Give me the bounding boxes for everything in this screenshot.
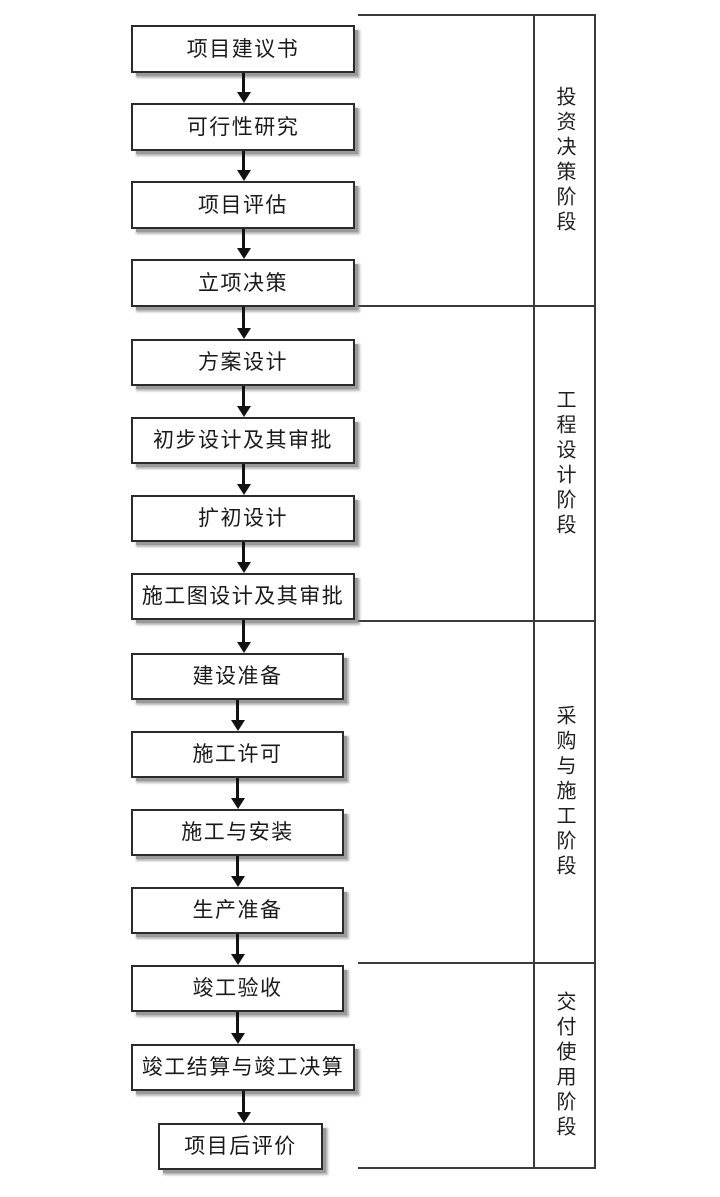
edge-arrow <box>231 1012 245 1044</box>
phase-cell-procurement-construction: 采购与施工阶段 <box>535 622 594 962</box>
node-completion-settlement-and-final-account[interactable]: 竣工结算与竣工决算 <box>131 1044 355 1091</box>
frame-bottom-border <box>358 1167 596 1169</box>
node-label: 项目评估 <box>198 192 288 217</box>
phase-divider-3 <box>358 962 596 964</box>
node-post-project-evaluation[interactable]: 项目后评价 <box>158 1123 323 1170</box>
node-extended-preliminary-design[interactable]: 扩初设计 <box>131 495 355 542</box>
edge-arrow <box>231 700 245 731</box>
phase-label-procurement-construction: 采购与施工阶段 <box>553 704 575 880</box>
node-preliminary-design-approval[interactable]: 初步设计及其审批 <box>131 417 355 464</box>
node-construction-preparation[interactable]: 建设准备 <box>131 653 344 700</box>
node-label: 项目建议书 <box>186 36 300 61</box>
node-label: 施工图设计及其审批 <box>141 584 345 608</box>
node-construction-permit[interactable]: 施工许可 <box>131 731 344 778</box>
edge-arrow <box>237 307 251 339</box>
node-label: 初步设计及其审批 <box>153 428 333 452</box>
phase-label-investment-decision: 投资决策阶段 <box>553 85 575 236</box>
node-label: 建设准备 <box>192 664 283 688</box>
phase-column-left-border <box>533 14 535 1169</box>
node-project-proposal[interactable]: 项目建议书 <box>131 25 355 73</box>
phase-column-right-border <box>594 14 596 1169</box>
node-label: 可行性研究 <box>186 114 300 139</box>
edge-arrow <box>231 856 245 887</box>
phase-cell-engineering-design: 工程设计阶段 <box>535 307 594 620</box>
edge-arrow <box>237 1091 251 1123</box>
node-label: 立项决策 <box>198 270 288 295</box>
node-completion-acceptance[interactable]: 竣工验收 <box>131 965 344 1012</box>
node-project-initiation-decision[interactable]: 立项决策 <box>131 259 355 307</box>
edge-arrow <box>231 934 245 965</box>
edge-arrow <box>237 464 251 495</box>
edge-arrow <box>237 542 251 573</box>
node-construction-drawing-design-approval[interactable]: 施工图设计及其审批 <box>131 573 355 620</box>
node-label: 竣工验收 <box>192 976 283 1000</box>
phase-label-delivery-use: 交付使用阶段 <box>553 990 575 1141</box>
node-label: 方案设计 <box>198 350 288 374</box>
edge-arrow <box>237 386 251 417</box>
edge-arrow <box>237 229 251 259</box>
frame-top-border <box>358 14 596 16</box>
node-construction-and-installation[interactable]: 施工与安装 <box>131 809 344 856</box>
edge-arrow <box>231 778 245 809</box>
edge-arrow <box>237 151 251 181</box>
node-production-preparation[interactable]: 生产准备 <box>131 887 344 934</box>
phase-cell-delivery-use: 交付使用阶段 <box>535 964 594 1167</box>
phase-divider-1 <box>358 305 596 307</box>
phase-cell-investment-decision: 投资决策阶段 <box>535 16 594 305</box>
node-label: 施工许可 <box>192 742 283 766</box>
phase-label-engineering-design: 工程设计阶段 <box>553 388 575 539</box>
node-label: 施工与安装 <box>181 820 294 844</box>
edge-arrow <box>237 620 251 653</box>
node-label: 扩初设计 <box>198 506 288 530</box>
edge-arrow <box>237 73 251 103</box>
node-label: 项目后评价 <box>184 1134 297 1158</box>
node-label: 生产准备 <box>192 898 283 922</box>
node-scheme-design[interactable]: 方案设计 <box>131 339 355 386</box>
phase-divider-2 <box>358 620 596 622</box>
node-feasibility-study[interactable]: 可行性研究 <box>131 103 355 151</box>
node-project-appraisal[interactable]: 项目评估 <box>131 181 355 229</box>
node-label: 竣工结算与竣工决算 <box>141 1055 345 1079</box>
